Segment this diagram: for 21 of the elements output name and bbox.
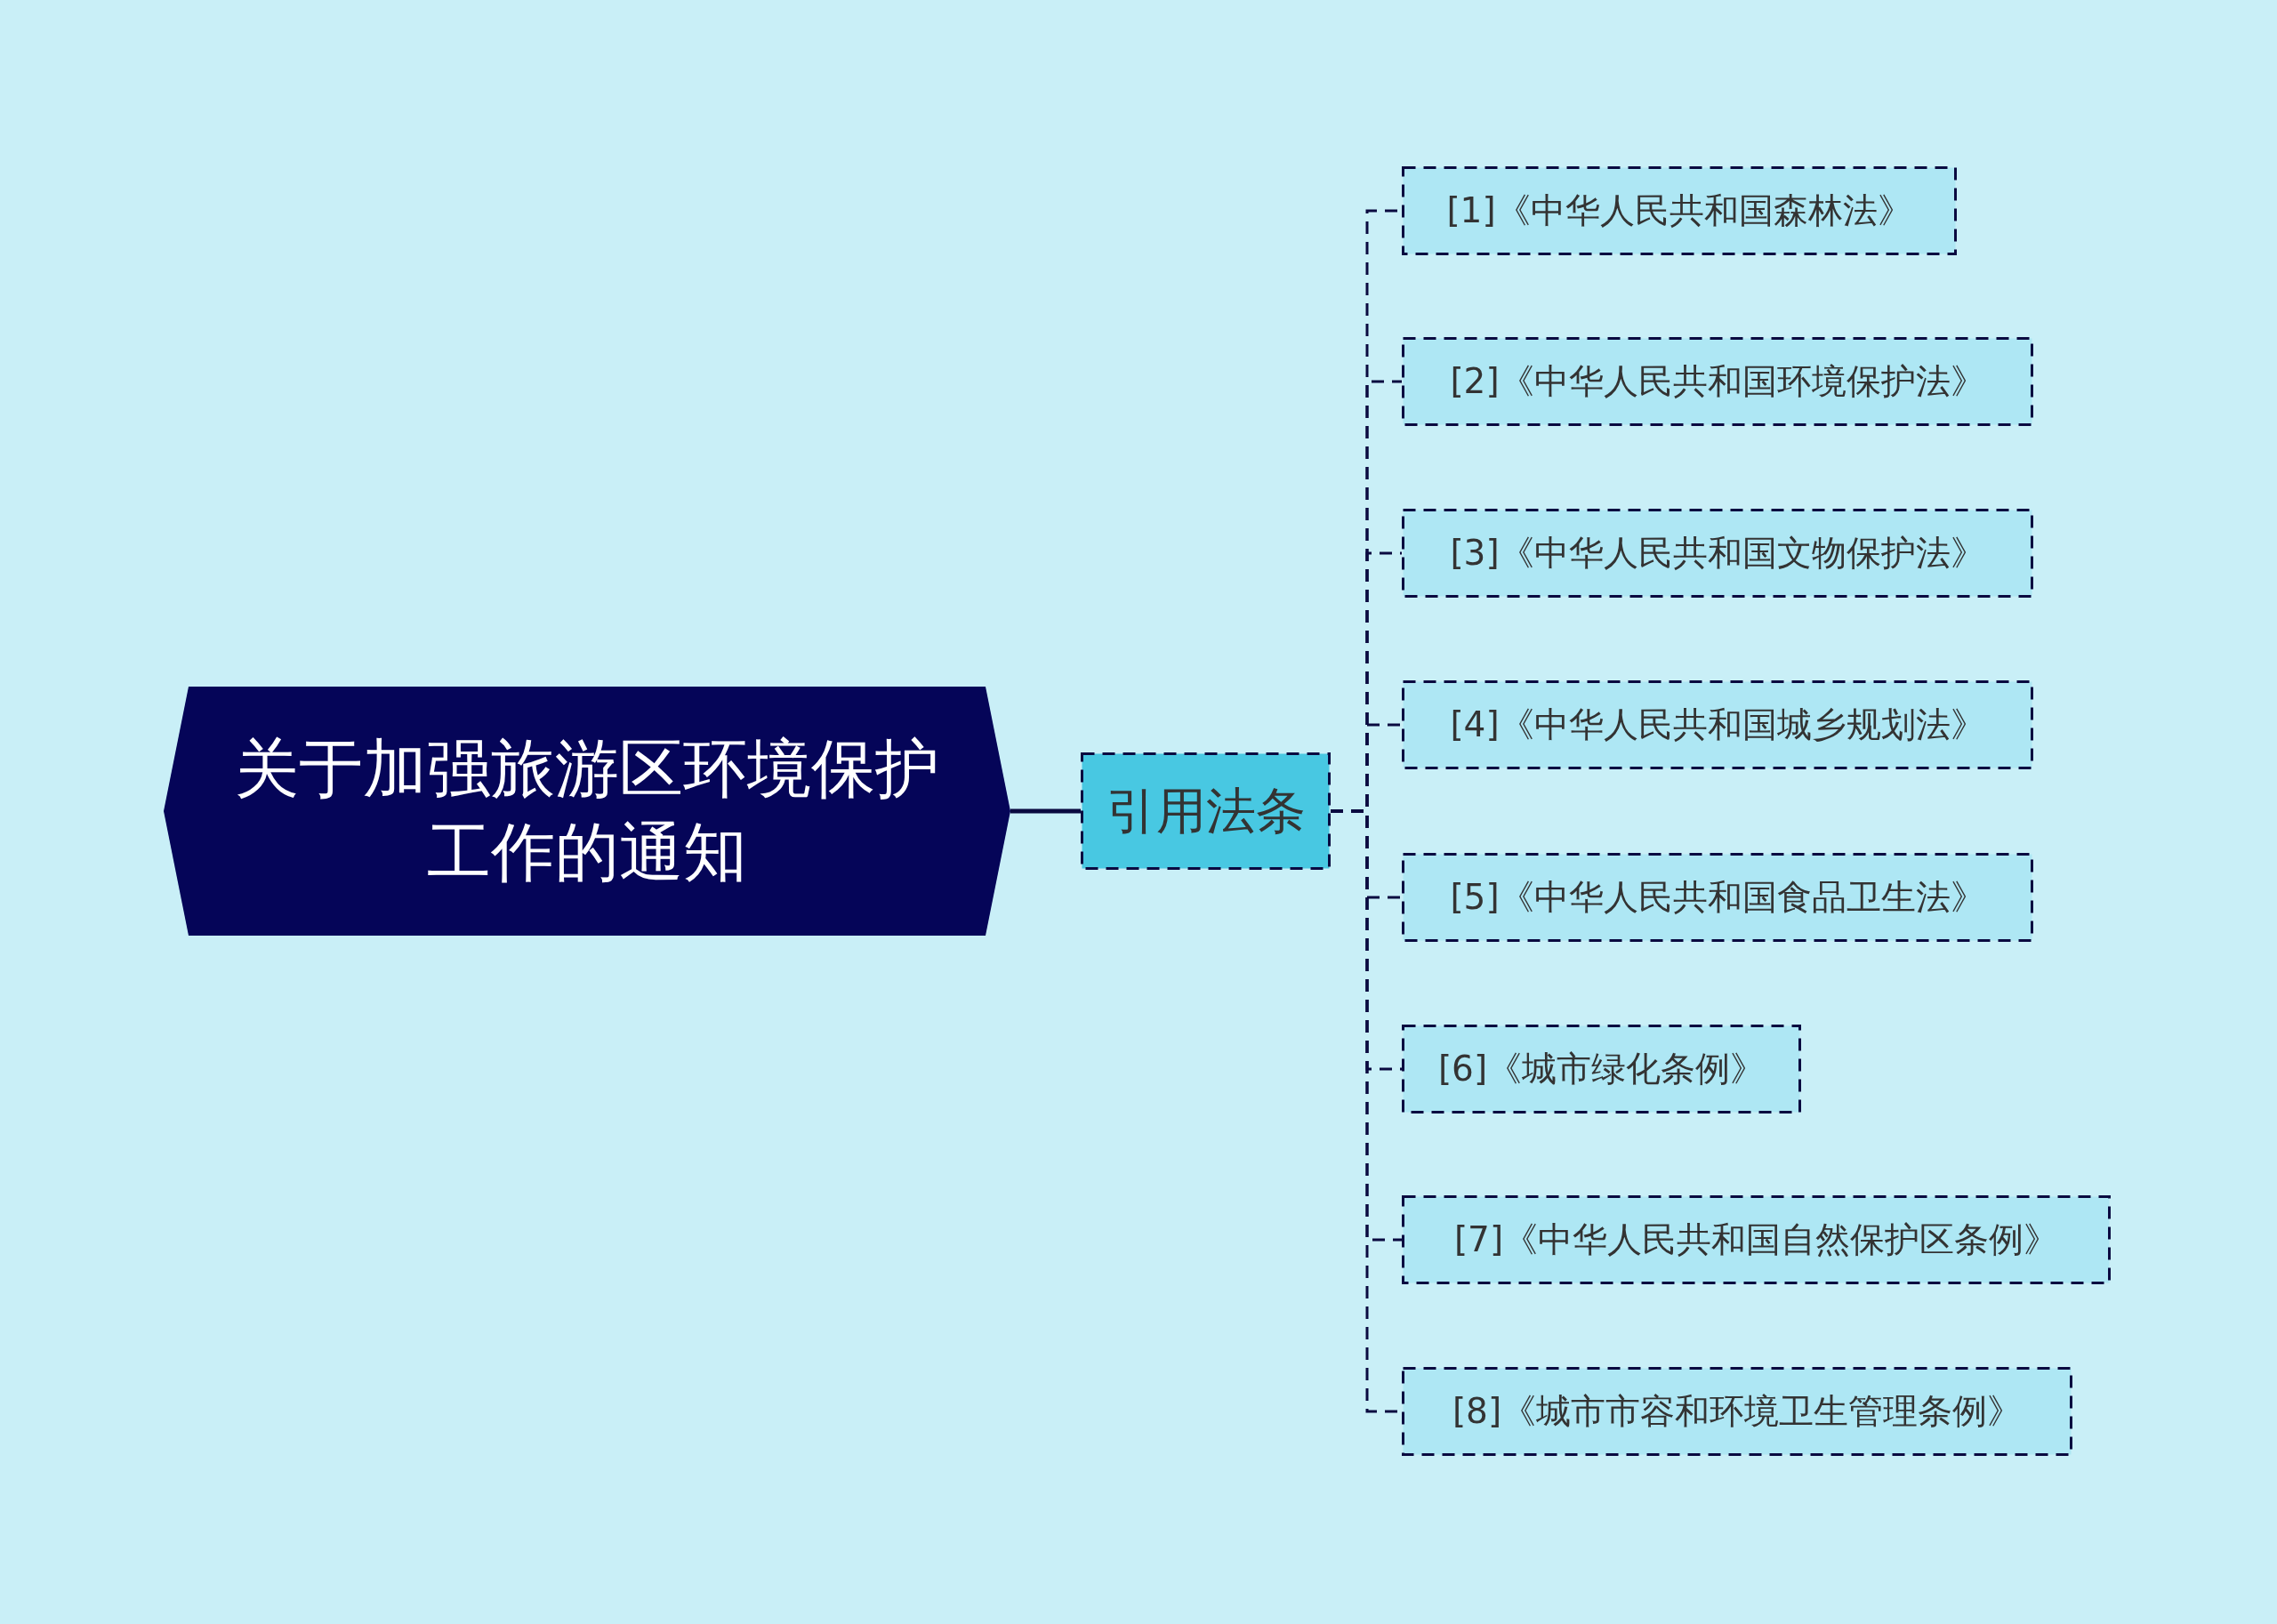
node-label: [8]《城市市容和环境卫生管理条例》 [1452, 1389, 2023, 1433]
node-label: 引用法条 [1106, 780, 1306, 841]
node-label: [4]《中华人民共和国城乡规划法》 [1450, 703, 1985, 746]
leaf-box [1402, 509, 2033, 598]
leaf-box [1402, 337, 2033, 426]
node-label: [6]《城市绿化条例》 [1437, 1047, 1766, 1090]
node-label: [2]《中华人民共和国环境保护法》 [1450, 359, 1985, 403]
connector-line [1010, 808, 1081, 814]
topic-hexagon [164, 687, 1010, 936]
leaf-box [1402, 166, 1957, 255]
leaf-box [1402, 1025, 1801, 1113]
node-label: [7]《中华人民共和国自然保护区条例》 [1453, 1218, 2059, 1261]
leaf-box [1402, 1195, 2111, 1284]
branch-box [1081, 752, 1331, 870]
node-label: [5]《中华人民共和国食品卫生法》 [1450, 875, 1985, 919]
leaf-box [1402, 1367, 2072, 1456]
topic-title: 关于加强旅游区环境保护工作的通知 [234, 730, 940, 891]
leaf-box [1402, 680, 2033, 769]
node-label: [1]《中华人民共和国森林法》 [1446, 189, 1912, 232]
leaf-box [1402, 853, 2033, 942]
node-label: [3]《中华人民共和国文物保护法》 [1450, 531, 1985, 575]
